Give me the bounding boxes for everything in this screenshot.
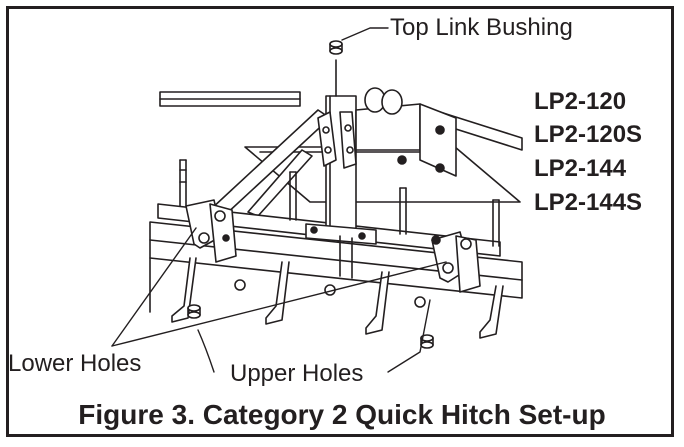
model-number: LP2-144 (534, 155, 627, 182)
lower-holes-label: Lower Holes (8, 350, 142, 377)
model-number: LP2-144S (534, 189, 643, 216)
center-clamp (305, 223, 377, 279)
front-shanks (149, 257, 504, 339)
model-number: LP2-120S (534, 121, 643, 148)
bushing-icon (329, 40, 343, 55)
model-number: LP2-120 (534, 88, 627, 115)
upper-holes-leader-left (197, 329, 215, 373)
leader-lines (111, 27, 447, 373)
top-link-brackets (317, 111, 357, 169)
left-hitch-bracket (185, 199, 237, 263)
figure-caption: Figure 3. Category 2 Quick Hitch Set-up (78, 399, 606, 430)
rear-tines (179, 159, 500, 247)
bolt-hole (414, 296, 426, 308)
lower-holes-leader-left (111, 227, 197, 347)
bolt-hole (234, 279, 246, 291)
lower-holes-leader-right (111, 261, 447, 347)
right-hitch-bracket (431, 231, 481, 293)
top-link-leader (341, 27, 389, 41)
bushing-icon (187, 304, 201, 319)
upper-holes-leader-right (387, 299, 431, 373)
upper-holes-label: Upper Holes (230, 360, 364, 387)
top-link-bushing-label: Top Link Bushing (390, 14, 573, 41)
